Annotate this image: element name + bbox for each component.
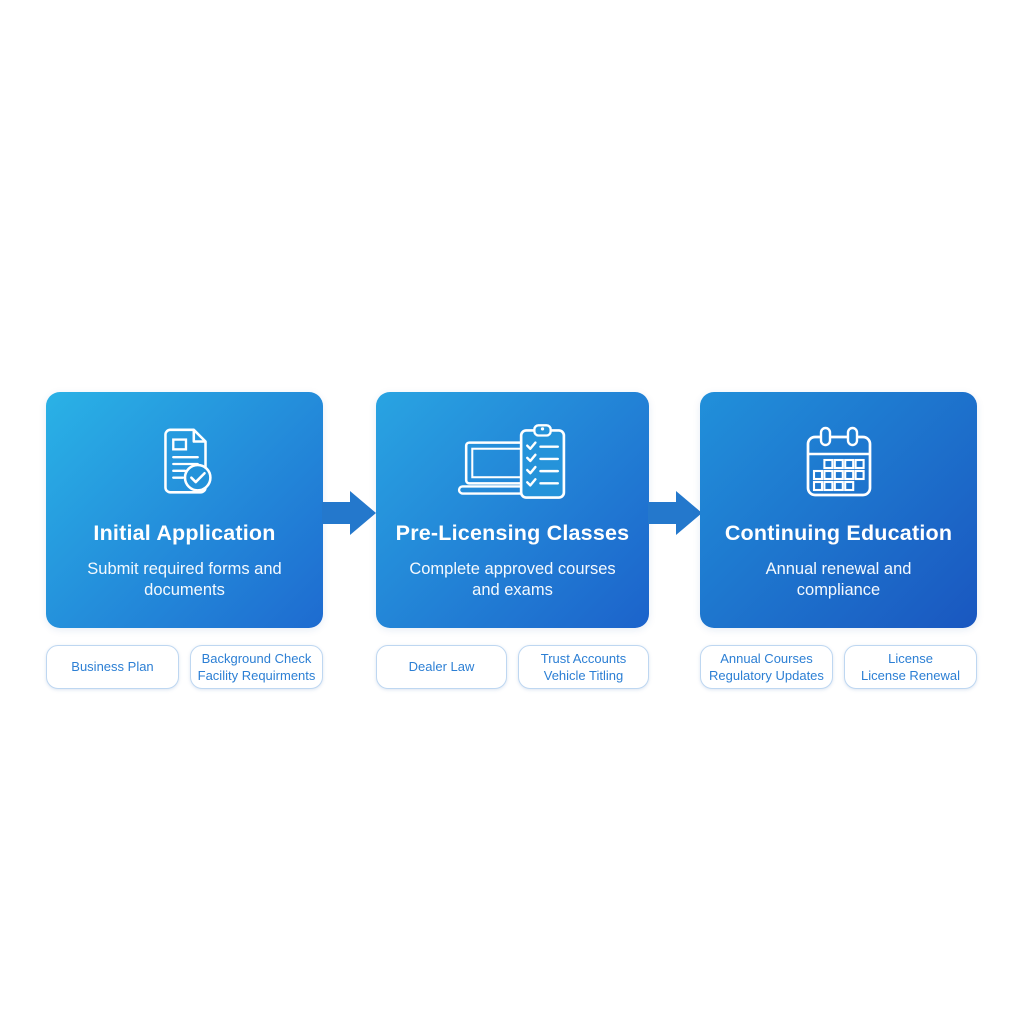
step-title: Continuing Education — [724, 521, 953, 545]
chip-annual-courses-regulatory-updates: Annual Courses Regulatory Updates — [700, 645, 833, 689]
chip-trust-accounts-vehicle-titling: Trust Accounts Vehicle Titling — [517, 645, 649, 689]
chip-row-continuing-education: Annual Courses Regulatory Updates Licens… — [700, 645, 977, 689]
chip-background-check-facility-requirments: Background Check Facility Requirments — [190, 645, 323, 689]
step-title: Initial Application — [93, 521, 276, 545]
arrow-head — [676, 491, 702, 535]
flow-arrow-right-icon — [648, 491, 702, 535]
document-check-icon — [46, 420, 323, 508]
step-card-pre-licensing-classes: Pre-Licensing Classes Complete approved … — [376, 392, 649, 628]
step-subtitle: Annual renewal and compliance — [765, 560, 912, 600]
chip-license-license-renewal: License License Renewal — [844, 645, 977, 689]
step-subtitle: Submit required forms and documents — [87, 560, 282, 600]
chip-dealer-law: Dealer Law — [376, 645, 508, 689]
flow-arrow-right-icon — [322, 491, 376, 535]
chip-row-initial-application: Business Plan Background Check Facility … — [46, 645, 323, 689]
chip-row-pre-licensing: Dealer Law Trust Accounts Vehicle Titlin… — [376, 645, 649, 689]
calendar-icon — [700, 420, 977, 508]
step-card-initial-application: Initial Application Submit required form… — [46, 392, 323, 628]
arrow-head — [350, 491, 376, 535]
arrow-shaft — [648, 502, 677, 524]
chip-business-plan: Business Plan — [46, 645, 179, 689]
laptop-checklist-icon — [376, 420, 649, 508]
arrow-shaft — [322, 502, 351, 524]
step-subtitle: Complete approved courses and exams — [409, 560, 616, 600]
step-title: Pre-Licensing Classes — [395, 521, 630, 545]
step-card-continuing-education: Continuing Education Annual renewal and … — [700, 392, 977, 628]
